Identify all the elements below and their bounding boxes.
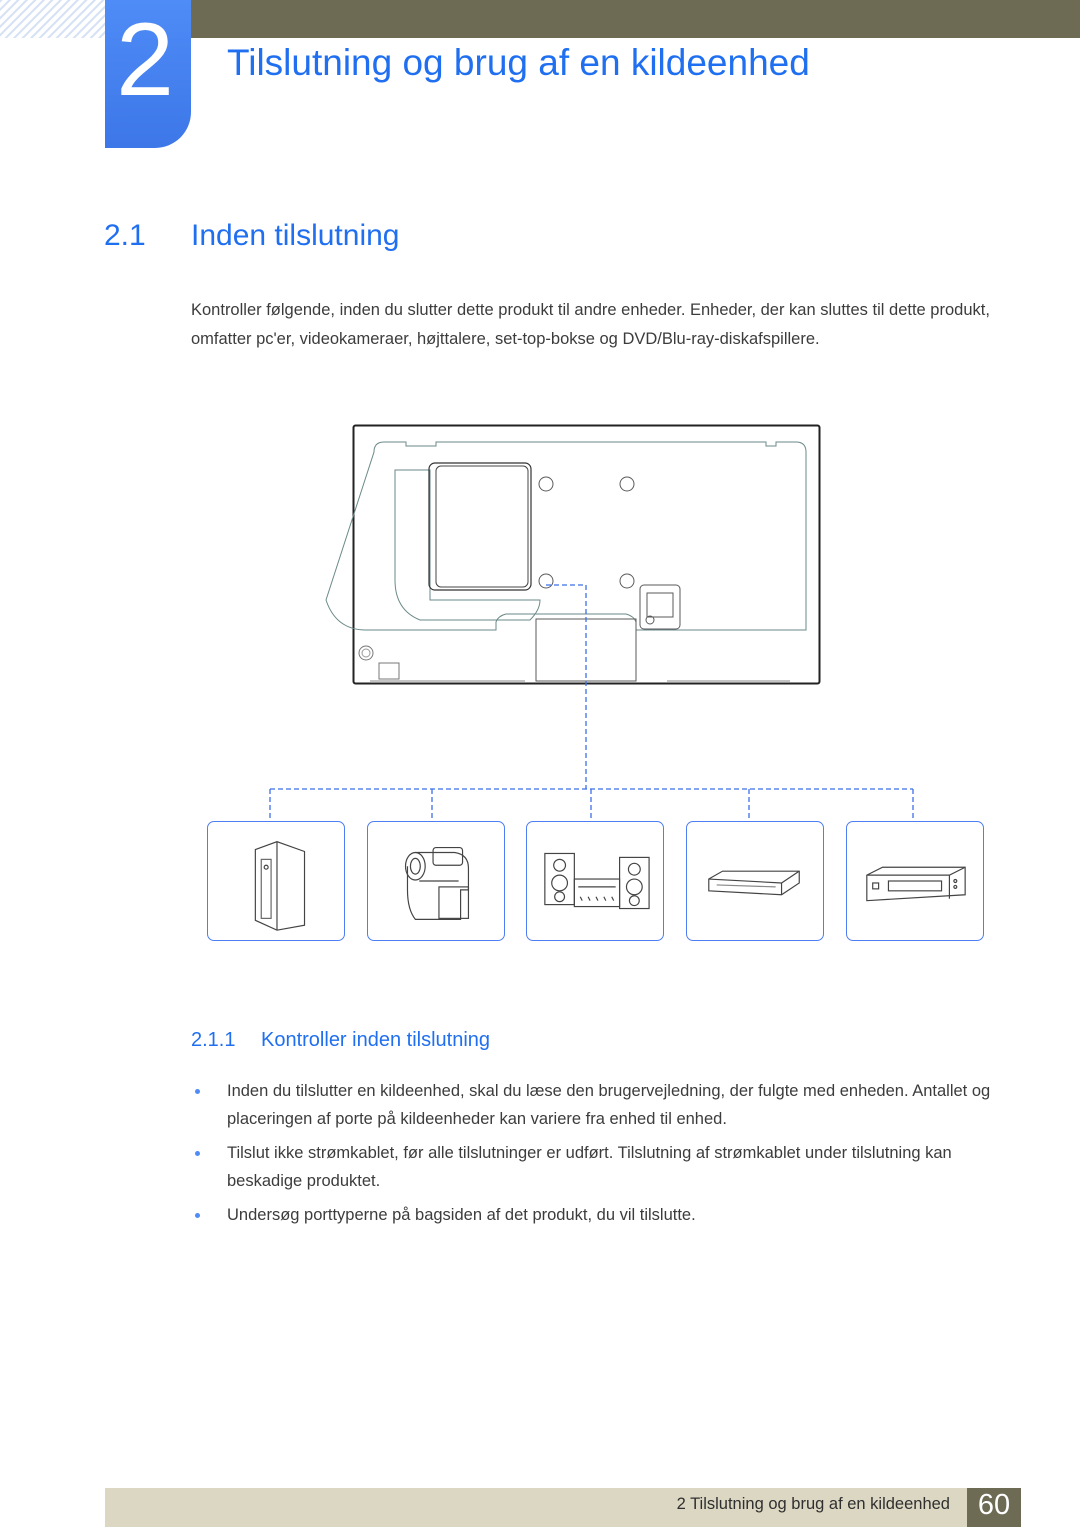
list-item: Tilslut ikke strømkablet, før alle tilsl… [191, 1139, 1001, 1195]
list-item-text: Undersøg porttyperne på bagsiden af det … [227, 1206, 696, 1224]
chapter-title: Tilslutning og brug af en kildeenhed [227, 42, 810, 83]
footer-bar [105, 1488, 967, 1527]
list-item: Undersøg porttyperne på bagsiden af det … [191, 1201, 1001, 1229]
set-top-box-icon [708, 870, 800, 896]
monitor-back-icon [325, 424, 821, 685]
device-box-dvd-player [846, 821, 984, 941]
section-number: 2.1 [104, 219, 146, 252]
connection-lines [269, 584, 914, 821]
video-camera-icon [404, 846, 470, 920]
page-number: 60 [977, 1489, 1011, 1521]
bullet-list: Inden du tilslutter en kildeenhed, skal … [191, 1077, 1001, 1235]
subsection-number: 2.1.1 [191, 1029, 236, 1051]
chapter-number-tab [105, 0, 191, 148]
device-box-set-top-box [686, 821, 824, 941]
subsection-title: Kontroller inden tilslutning [261, 1029, 491, 1051]
device-box-pc [207, 821, 345, 941]
list-item-text: Tilslut ikke strømkablet, før alle tilsl… [227, 1144, 952, 1190]
pc-tower-icon [254, 841, 306, 931]
header-stripes [0, 0, 105, 38]
bullet-icon [195, 1089, 200, 1094]
speaker-system-icon [544, 852, 650, 910]
footer-chapter-title: 2 Tilslutning og brug af en kildeenhed [676, 1495, 950, 1513]
chapter-number: 2 [116, 2, 174, 118]
device-box-speakers [526, 821, 664, 941]
list-item: Inden du tilslutter en kildeenhed, skal … [191, 1077, 1001, 1133]
bullet-icon [195, 1213, 200, 1218]
bullet-icon [195, 1151, 200, 1156]
section-intro-paragraph: Kontroller følgende, inden du slutter de… [191, 301, 990, 348]
list-item-text: Inden du tilslutter en kildeenhed, skal … [227, 1082, 991, 1128]
section-title: Inden tilslutning [191, 219, 400, 252]
page-number-box [967, 1488, 1021, 1527]
device-box-camera [367, 821, 505, 941]
dvd-player-icon [866, 866, 966, 902]
header-bar [190, 0, 1080, 38]
